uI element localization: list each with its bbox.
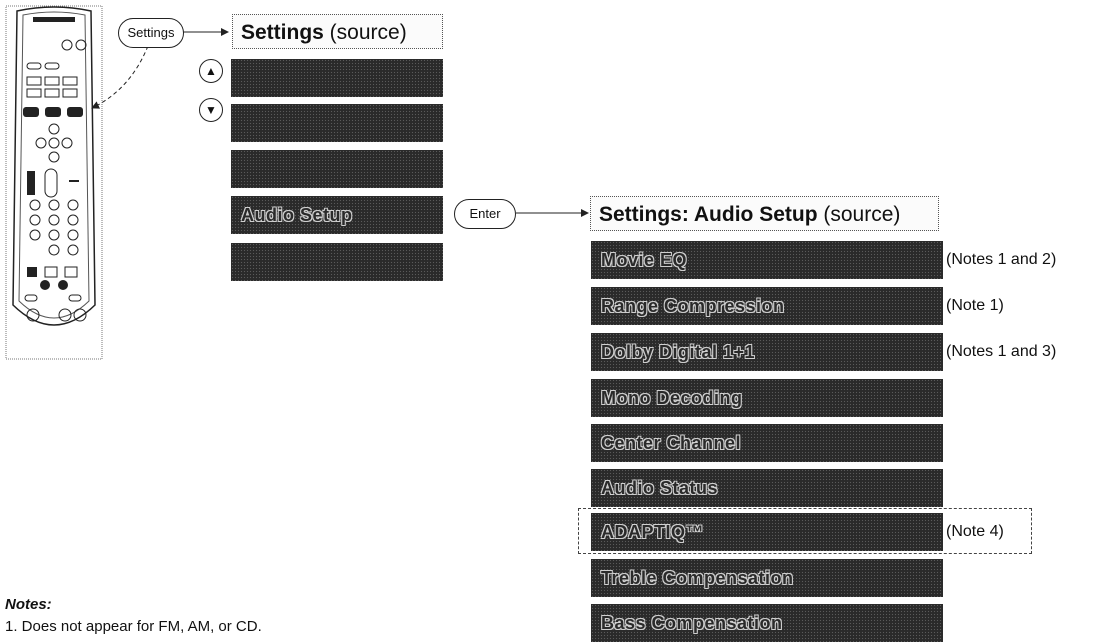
audio-item-note: (Notes 1 and 2) [946,251,1057,268]
audio-item-center-channel[interactable]: Center Channel [591,424,943,462]
audio-item-movie-eq[interactable]: Movie EQ [591,241,943,279]
audio-item-bass-compensation[interactable]: Bass Compensation [591,604,943,642]
audio-item-note: (Note 1) [946,297,1004,314]
up-arrow-icon[interactable]: ▲ [199,59,223,83]
audio-item-adaptiq[interactable]: ADAPTIQ™ [591,513,943,551]
settings-menu-title: Settings (source) [232,14,443,49]
audio-item-treble-compensation[interactable]: Treble Compensation [591,559,943,597]
settings-menu-item[interactable] [231,243,443,281]
down-arrow-icon[interactable]: ▼ [199,98,223,122]
audio-item-dolby-digital[interactable]: Dolby Digital 1+1 [591,333,943,371]
settings-menu-item-audio-setup[interactable]: Audio Setup [231,196,443,234]
settings-menu-item[interactable] [231,104,443,142]
audio-setup-menu-title: Settings: Audio Setup (source) [590,196,939,231]
notes-heading: Notes: [5,596,52,613]
adaptiq-highlight-box [578,508,1032,554]
audio-item-note: (Note 4) [946,523,1004,540]
settings-menu-item[interactable] [231,59,443,97]
enter-button[interactable]: Enter [454,199,516,229]
settings-button[interactable]: Settings [118,18,184,48]
audio-item-audio-status[interactable]: Audio Status [591,469,943,507]
settings-menu-item[interactable] [231,150,443,188]
audio-item-note: (Notes 1 and 3) [946,343,1057,360]
audio-item-range-compression[interactable]: Range Compression [591,287,943,325]
remote-control-icon [5,5,103,360]
audio-item-mono-decoding[interactable]: Mono Decoding [591,379,943,417]
note-line: 1. Does not appear for FM, AM, or CD. [5,618,262,635]
